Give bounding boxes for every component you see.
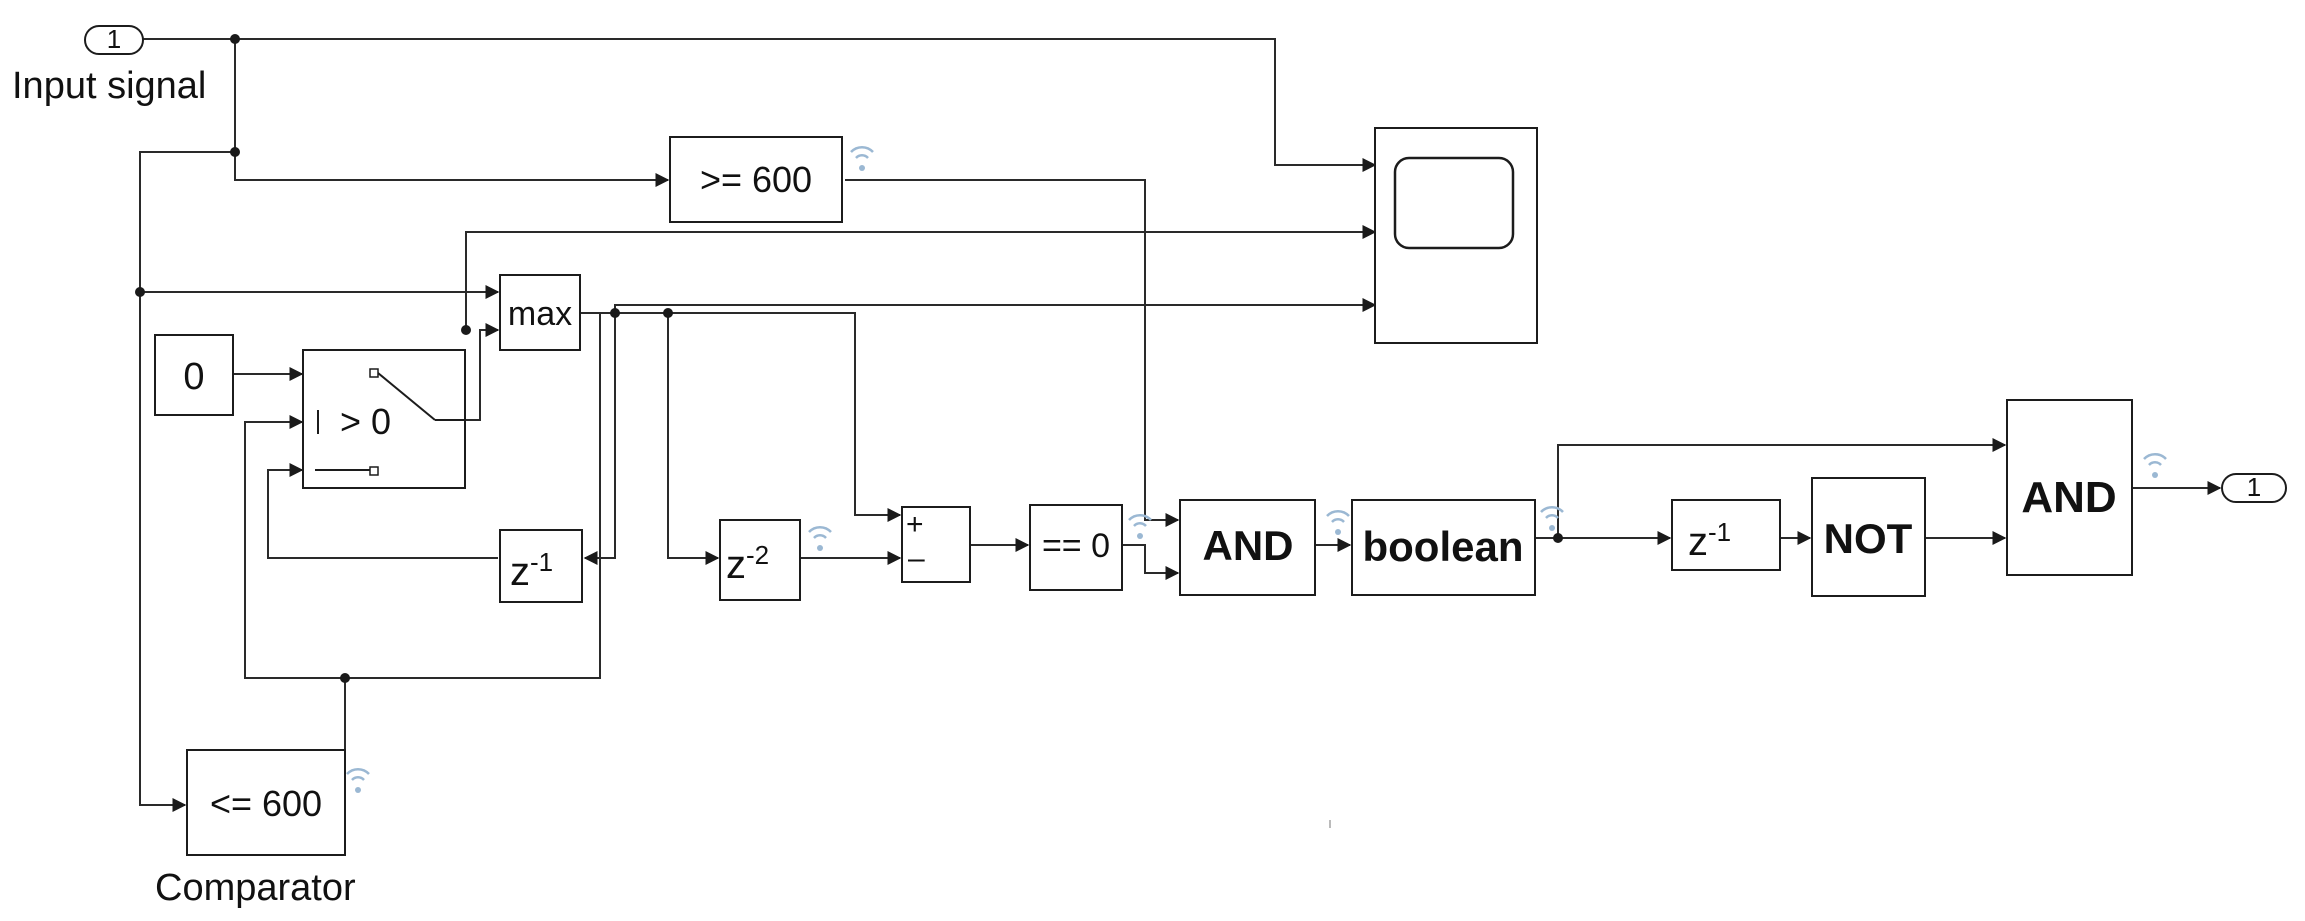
scope-block[interactable] [1374,127,1538,344]
and2-label: AND [2021,473,2116,522]
and-block-2[interactable]: AND [2006,399,2133,576]
input-port-block[interactable]: 1 [84,24,144,55]
delay2-base: z [726,543,746,587]
max-label: max [508,295,572,333]
not-label: NOT [1824,515,1913,562]
constant-block[interactable]: 0 [154,334,234,416]
and-block-1[interactable]: AND [1179,499,1316,596]
svg-text:z-1: z-1 [510,547,553,594]
output-port-block[interactable]: 1 [2221,472,2287,503]
unit-delay-block-2[interactable]: z-1 [1671,499,1781,571]
and1-label: AND [1203,522,1294,569]
not-block[interactable]: NOT [1811,477,1926,597]
wire-left-bus[interactable] [139,151,235,812]
wire-eq0-to-and1[interactable] [1120,544,1180,580]
constant-value: 0 [183,356,204,398]
wire-to-switch-control[interactable] [244,313,601,679]
comparator-label: Comparator [155,867,356,909]
delay2-exponent: -2 [746,540,769,570]
wire-input-to-scope[interactable] [140,38,1377,172]
unit-delay-block-1[interactable]: z-1 [499,529,583,603]
switch-block[interactable]: > 0 [302,349,466,489]
wire-max-out-bus[interactable] [580,312,902,522]
compare-ge600-block[interactable]: >= 600 [669,136,843,223]
signal-logging-icon [1540,505,1564,531]
wire-to-delay1[interactable] [583,313,616,565]
signal-logging-icon [1128,513,1152,539]
signal-logging-icon [850,145,874,171]
sum-block[interactable]: + – [901,506,971,583]
output-port-number: 1 [2247,472,2261,502]
delay-z2-block[interactable]: z-2 [719,519,801,601]
svg-text:z-2: z-2 [726,540,769,587]
delay3-base: z [1688,520,1708,564]
compare-eq0-block[interactable]: == 0 [1029,504,1123,591]
svg-text:z-1: z-1 [1688,517,1731,564]
signal-logging-icon [346,767,370,793]
boolean-block[interactable]: boolean [1351,499,1536,596]
wire-delay1-to-switch[interactable] [267,463,498,559]
signal-logging-icon [808,525,832,551]
branch-points [135,34,1563,683]
wire-max-to-scope3[interactable] [465,225,1377,330]
ge600-label: >= 600 [700,159,812,200]
signal-logging-icon [1326,509,1350,535]
sum-minus-sign: – [908,542,925,575]
delay1-base: z [510,550,530,594]
wire-ge600-to-and1[interactable] [845,179,1180,527]
switch-criteria-label: > 0 [340,401,391,442]
delay1-exponent: -1 [530,547,553,577]
delay3-exponent: -1 [1708,517,1731,547]
le600-label: <= 600 [210,783,322,824]
boolean-label: boolean [1362,523,1523,570]
max-block[interactable]: max [499,274,581,351]
wire-boolean-to-and2[interactable] [1557,438,2007,538]
wire-to-delay2[interactable] [667,313,720,565]
signal-lines [139,38,2222,812]
input-port-number: 1 [107,24,121,54]
signal-logging-icon [2143,452,2167,478]
eq0-label: == 0 [1042,527,1110,565]
wire-max-out-to-scope4[interactable] [580,298,1377,314]
sum-plus-sign: + [906,508,924,541]
scope-screen-icon [1393,156,1515,250]
input-port-label: Input signal [12,65,206,107]
compare-le600-block[interactable]: <= 600 [186,749,346,856]
wire-to-ge600[interactable] [234,152,670,187]
